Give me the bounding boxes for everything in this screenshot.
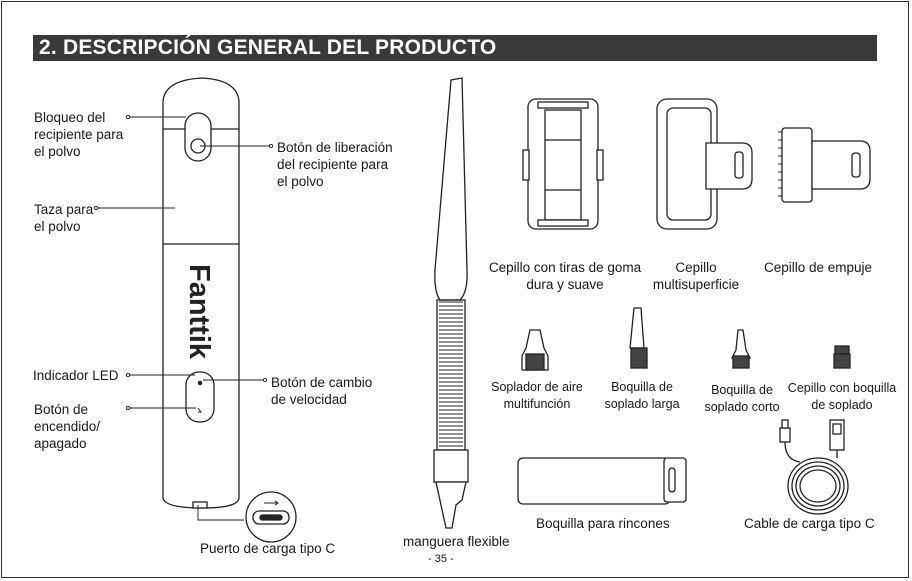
label-corner-nozzle: Boquilla para rincones bbox=[536, 516, 670, 531]
label-hose: manguera flexible bbox=[403, 534, 510, 549]
label-push-brush: Cepillo de empuje bbox=[764, 260, 873, 275]
section-title: 2. DESCRIPCIÓN GENERAL DEL PRODUCTO bbox=[39, 36, 497, 59]
section-banner: 2. DESCRIPCIÓN GENERAL DEL PRODUCTO bbox=[33, 35, 877, 61]
rubber-brush-illustration bbox=[522, 98, 604, 230]
leader-lines bbox=[93, 114, 274, 521]
flexible-hose-illustration bbox=[433, 77, 469, 529]
corner-nozzle-illustration bbox=[517, 457, 687, 505]
label-led: Indicador LED bbox=[33, 368, 119, 383]
label-usb-port: Puerto de carga tipo C bbox=[200, 541, 336, 556]
multi-surface-brush-illustration bbox=[656, 98, 753, 230]
vacuum-body-illustration bbox=[162, 77, 297, 543]
page-number: - 35 - bbox=[428, 553, 454, 565]
type-c-cable-illustration bbox=[779, 419, 849, 515]
brand-logo: Fanttik bbox=[183, 264, 215, 360]
label-cable: Cable de carga tipo C bbox=[744, 516, 875, 531]
push-brush-illustration bbox=[778, 127, 871, 203]
small-nozzles-illustration bbox=[521, 307, 851, 371]
